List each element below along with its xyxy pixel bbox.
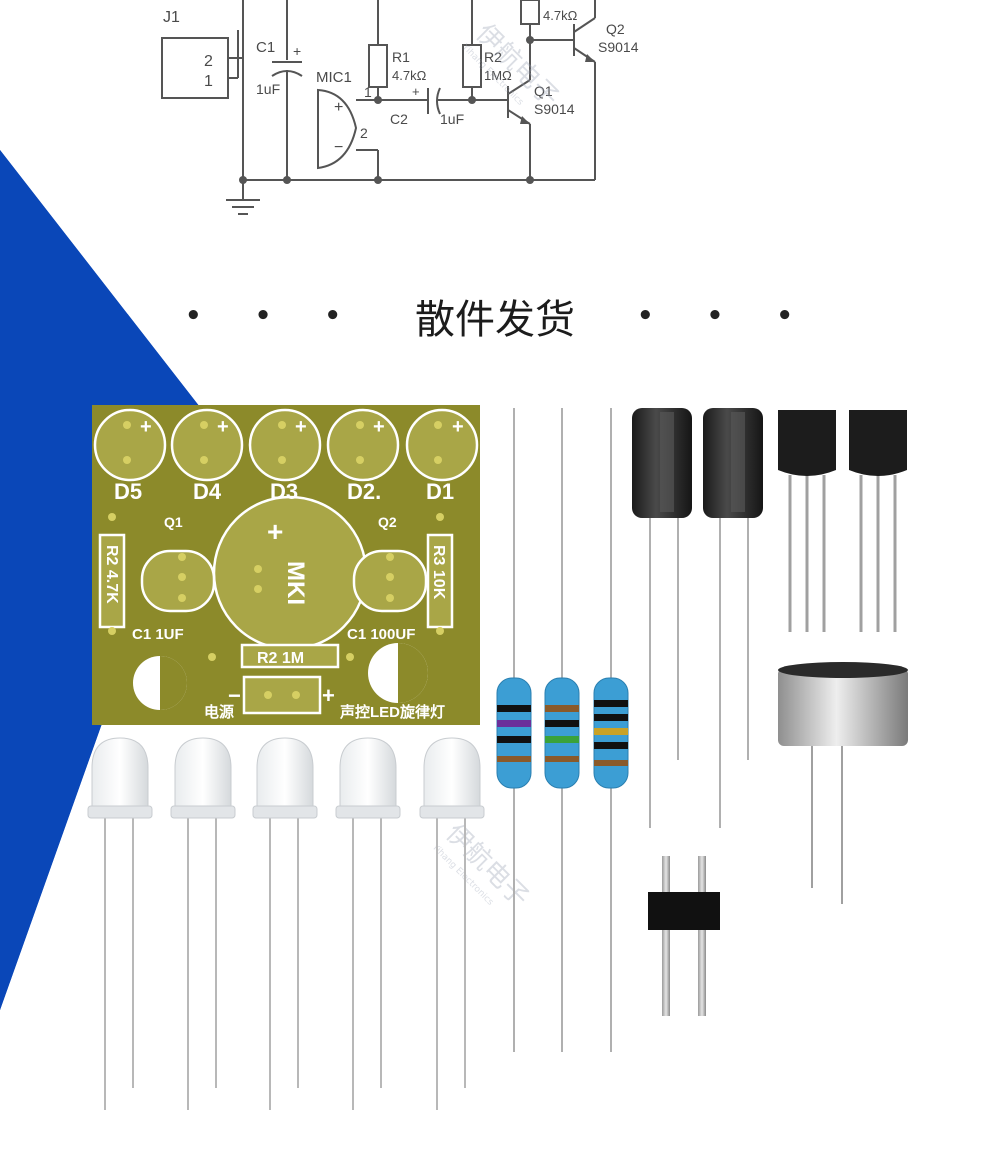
led-1: [87, 737, 153, 1110]
pcb-q1: Q1: [164, 514, 183, 530]
c1-name: C1: [256, 39, 275, 56]
pcb-r3-vertical: R3 10K: [430, 545, 447, 600]
watermark-logo-lower: 伊航电子 Yihang Electronics: [429, 818, 534, 913]
pcb-c1-right: C1 100UF: [347, 626, 415, 643]
microphone: [778, 662, 908, 904]
pcb-minus: −: [228, 683, 241, 708]
pcb-c1-left: C1 1UF: [132, 626, 184, 643]
c2-name: C2: [390, 111, 408, 127]
led-2: [170, 737, 236, 1110]
r2-name: R2: [484, 49, 502, 65]
transistor-1: [778, 410, 836, 632]
pcb-product-label: 声控LED旋律灯: [339, 703, 445, 721]
capacitor-1: [632, 408, 692, 828]
pcb-plus: +: [322, 683, 335, 708]
pcb-plus-d1: +: [452, 416, 464, 438]
led-4: [335, 737, 401, 1110]
pcb-led-d2: D2.: [347, 479, 381, 504]
pcb-mic-label: MKI: [282, 561, 309, 605]
pcb-led-d4: D4: [193, 479, 222, 504]
q1-name: Q1: [534, 83, 553, 99]
pin-header: [648, 856, 720, 1016]
r2-value: 1MΩ: [484, 68, 512, 83]
pcb-power-label: 电源: [204, 703, 234, 721]
mic1-pin1: 1: [364, 84, 372, 100]
c2-plus: +: [412, 84, 420, 99]
resistor-1: [496, 408, 532, 1052]
c1-value: 1uF: [256, 81, 280, 97]
section-title: 散件发货: [415, 297, 575, 343]
r1-value: 4.7kΩ: [392, 68, 427, 83]
pcb-led-d3: D3: [270, 479, 298, 504]
pcb-plus-d2: +: [373, 416, 385, 438]
loose-components: [87, 408, 908, 1110]
mic1-plus: +: [334, 99, 343, 116]
pcb-plus-d3: +: [295, 416, 307, 438]
led-3: [252, 737, 318, 1110]
dots-left: • • •: [185, 301, 363, 331]
pcb-plus-d5: +: [140, 416, 152, 438]
q2-name: Q2: [606, 21, 625, 37]
resistor-2: [544, 408, 580, 1052]
resistor-3: [593, 408, 629, 1052]
c1-plus: +: [293, 43, 301, 59]
section-header: • • • 散件发货 • • •: [0, 286, 1000, 346]
circuit-schematic: J1 2 1 C1 1uF + MIC1 + − 1 2 R1 4.7kΩ + …: [161, 0, 639, 215]
watermark-logo: 伊航电子 Yihang Electronics: [459, 18, 564, 113]
q1-model: S9014: [534, 101, 575, 117]
pcb-led-d5: D5: [114, 479, 142, 504]
j1-label: J1: [163, 9, 180, 26]
mic1-pin2: 2: [360, 125, 368, 141]
pcb-mic-plus: +: [267, 516, 283, 547]
c2-value: 1uF: [440, 111, 464, 127]
r1-name: R1: [392, 49, 410, 65]
j1-pin2: 2: [204, 53, 213, 70]
j1-pin1: 1: [204, 73, 213, 90]
pcb-q2: Q2: [378, 514, 397, 530]
q2-model: S9014: [598, 39, 639, 55]
pcb-r2-bottom: R2 1M: [257, 650, 304, 667]
pcb-led-d1: D1: [426, 479, 454, 504]
transistor-2: [849, 410, 907, 632]
led-5: [419, 737, 485, 1110]
pcb-board: D5 D4 D3 D2. D1 + + + + + Q1 Q2 R2 4.7K …: [92, 405, 480, 725]
pcb-r2-vertical: R2 4.7K: [103, 545, 120, 604]
dots-right: • • •: [637, 301, 815, 331]
mic1-minus: −: [334, 139, 343, 156]
pcb-plus-d4: +: [217, 416, 229, 438]
mic1-label: MIC1: [316, 69, 352, 86]
capacitor-2: [703, 408, 763, 828]
r3-value: 4.7kΩ: [543, 8, 578, 23]
